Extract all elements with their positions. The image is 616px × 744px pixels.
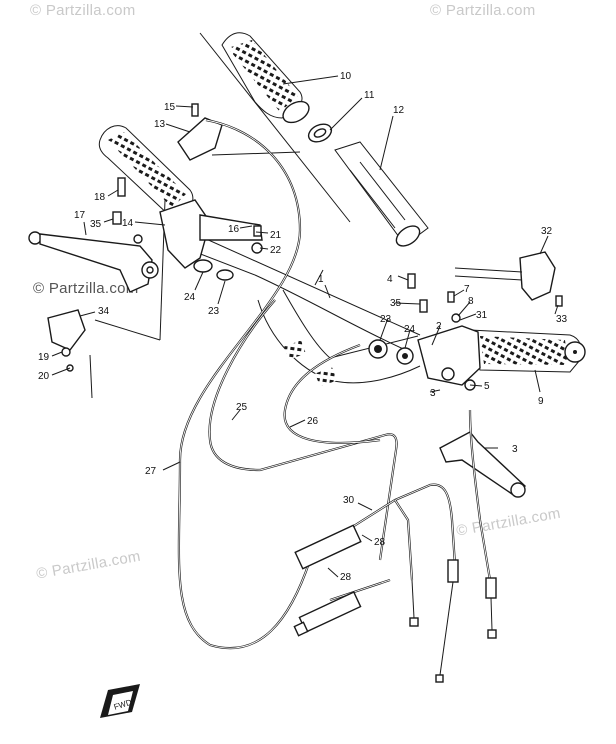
washer-11	[307, 123, 333, 143]
callout-1: 1	[318, 274, 324, 285]
collar-24-left	[193, 259, 234, 281]
callout-5: 5	[484, 381, 490, 392]
collar-23-right	[368, 339, 388, 359]
callout-18: 18	[94, 192, 106, 203]
callout-8: 8	[468, 296, 474, 307]
callout-24a: 24	[184, 292, 196, 303]
cables	[177, 118, 492, 650]
callout-30: 30	[343, 495, 355, 506]
callout-27: 27	[145, 466, 157, 477]
callout-23a: 23	[208, 306, 220, 317]
left-grip	[98, 125, 194, 219]
callout-13: 13	[154, 119, 166, 130]
lever-holder-14	[112, 177, 263, 269]
callout-14: 14	[122, 218, 134, 229]
callout-32: 32	[541, 226, 553, 237]
bolt-21-washer-22	[251, 225, 263, 254]
bolts-right	[407, 273, 461, 323]
left-switch-housing-13	[177, 103, 223, 161]
grip-10	[221, 32, 310, 124]
callout-35b: 35	[390, 298, 402, 309]
callout-2: 2	[436, 321, 442, 332]
callout-28a: 28	[374, 537, 386, 548]
callout-19: 19	[38, 352, 50, 363]
callout-leaders	[51, 75, 559, 578]
callout-3a: 3	[512, 444, 518, 455]
callout-15: 15	[164, 102, 176, 113]
clutch-lever-17	[28, 231, 159, 293]
choke-lever-34	[47, 309, 93, 399]
callout-25: 25	[236, 402, 248, 413]
collar-24-right	[396, 347, 414, 365]
callout-33: 33	[556, 314, 568, 325]
throttle-sleeve-12	[334, 141, 429, 247]
callout-28b: 28	[340, 572, 352, 583]
callout-11: 11	[364, 90, 375, 101]
fwd-arrow-icon: FWD	[100, 684, 140, 718]
callout-12: 12	[393, 105, 405, 116]
inset-leader-lines	[94, 32, 351, 341]
callout-7: 7	[464, 284, 470, 295]
watermark-top-left: © Partzilla.com	[30, 2, 136, 19]
callout-16: 16	[228, 224, 240, 235]
callout-26: 26	[307, 416, 319, 427]
throttle-housing-2	[417, 325, 481, 391]
callout-34: 34	[98, 306, 110, 317]
callout-31: 31	[476, 310, 488, 321]
callout-22: 22	[270, 245, 282, 256]
callout-9: 9	[538, 396, 544, 407]
watermark-mid-left: © Partzilla.com	[33, 280, 139, 297]
callout-24b: 24	[404, 324, 416, 335]
callout-21: 21	[270, 230, 282, 241]
callout-4: 4	[387, 274, 393, 285]
callout-labels: 10 11 12 13 15 18 35 14 16 17 21 22 24 2…	[38, 71, 568, 583]
callout-17: 17	[74, 210, 86, 221]
callout-20: 20	[38, 371, 50, 382]
watermark-top-right: © Partzilla.com	[430, 2, 536, 19]
callout-10: 10	[340, 71, 352, 82]
throttle-grip-9	[469, 329, 586, 373]
callout-23b: 23	[380, 314, 392, 325]
callout-35a: 35	[90, 219, 102, 230]
switch-32	[454, 251, 563, 307]
brake-lever-3	[439, 431, 527, 498]
cable-adjusters	[293, 524, 497, 683]
callout-3b: 3	[430, 388, 436, 399]
